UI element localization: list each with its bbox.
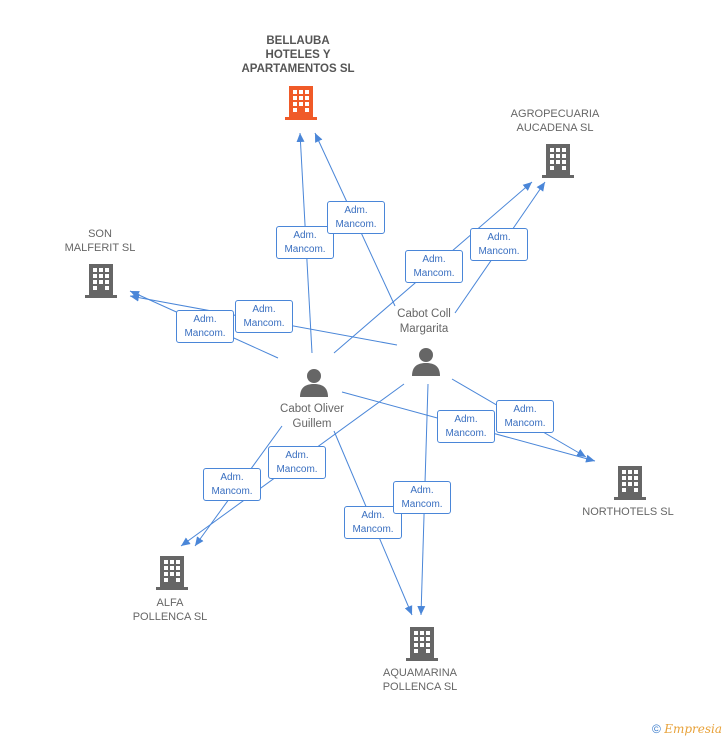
edge-label[interactable]: Adm. Mancom. <box>470 228 528 261</box>
company-label-son-malferit: SON MALFERIT SL <box>64 228 136 254</box>
company-label-agropecuaria: AGROPECUARIA AUCADENA SL <box>510 108 600 134</box>
building-icon[interactable] <box>285 84 317 120</box>
building-icon[interactable] <box>542 142 574 178</box>
building-icon[interactable] <box>614 464 646 500</box>
edge-label[interactable]: Adm. Mancom. <box>235 300 293 333</box>
edge-label[interactable]: Adm. Mancom. <box>437 410 495 443</box>
edge-label[interactable]: Adm. Mancom. <box>344 506 402 539</box>
copyright-brand: © Empresia <box>652 722 722 736</box>
edge-label[interactable]: Adm. Mancom. <box>405 250 463 283</box>
person-label-cabot-oliver: Cabot Oliver Guillem <box>280 403 344 430</box>
edge-label[interactable]: Adm. Mancom. <box>176 310 234 343</box>
company-label-bellauba: BELLAUBA HOTELES Y APARTAMENTOS SL <box>241 35 355 75</box>
edge-label[interactable]: Adm. Mancom. <box>496 400 554 433</box>
building-icon[interactable] <box>85 262 117 298</box>
building-icon[interactable] <box>156 554 188 590</box>
company-label-alfa-pollenca: ALFA POLLENCA SL <box>132 597 208 623</box>
copyright-icon: © <box>652 722 661 736</box>
person-icon[interactable] <box>299 367 329 397</box>
edge-label[interactable]: Adm. Mancom. <box>393 481 451 514</box>
edge-label[interactable]: Adm. Mancom. <box>327 201 385 234</box>
edge-label[interactable]: Adm. Mancom. <box>203 468 261 501</box>
person-label-cabot-coll: Cabot Coll Margarita <box>397 308 451 335</box>
person-icon[interactable] <box>411 346 441 376</box>
building-icon[interactable] <box>406 625 438 661</box>
company-label-aquamarina: AQUAMARINA POLLENCA SL <box>382 667 458 693</box>
brand-logo: Empresia <box>664 722 722 736</box>
edge-label[interactable]: Adm. Mancom. <box>268 446 326 479</box>
company-label-northotels: NORTHOTELS SL <box>582 506 674 518</box>
edge-label[interactable]: Adm. Mancom. <box>276 226 334 259</box>
